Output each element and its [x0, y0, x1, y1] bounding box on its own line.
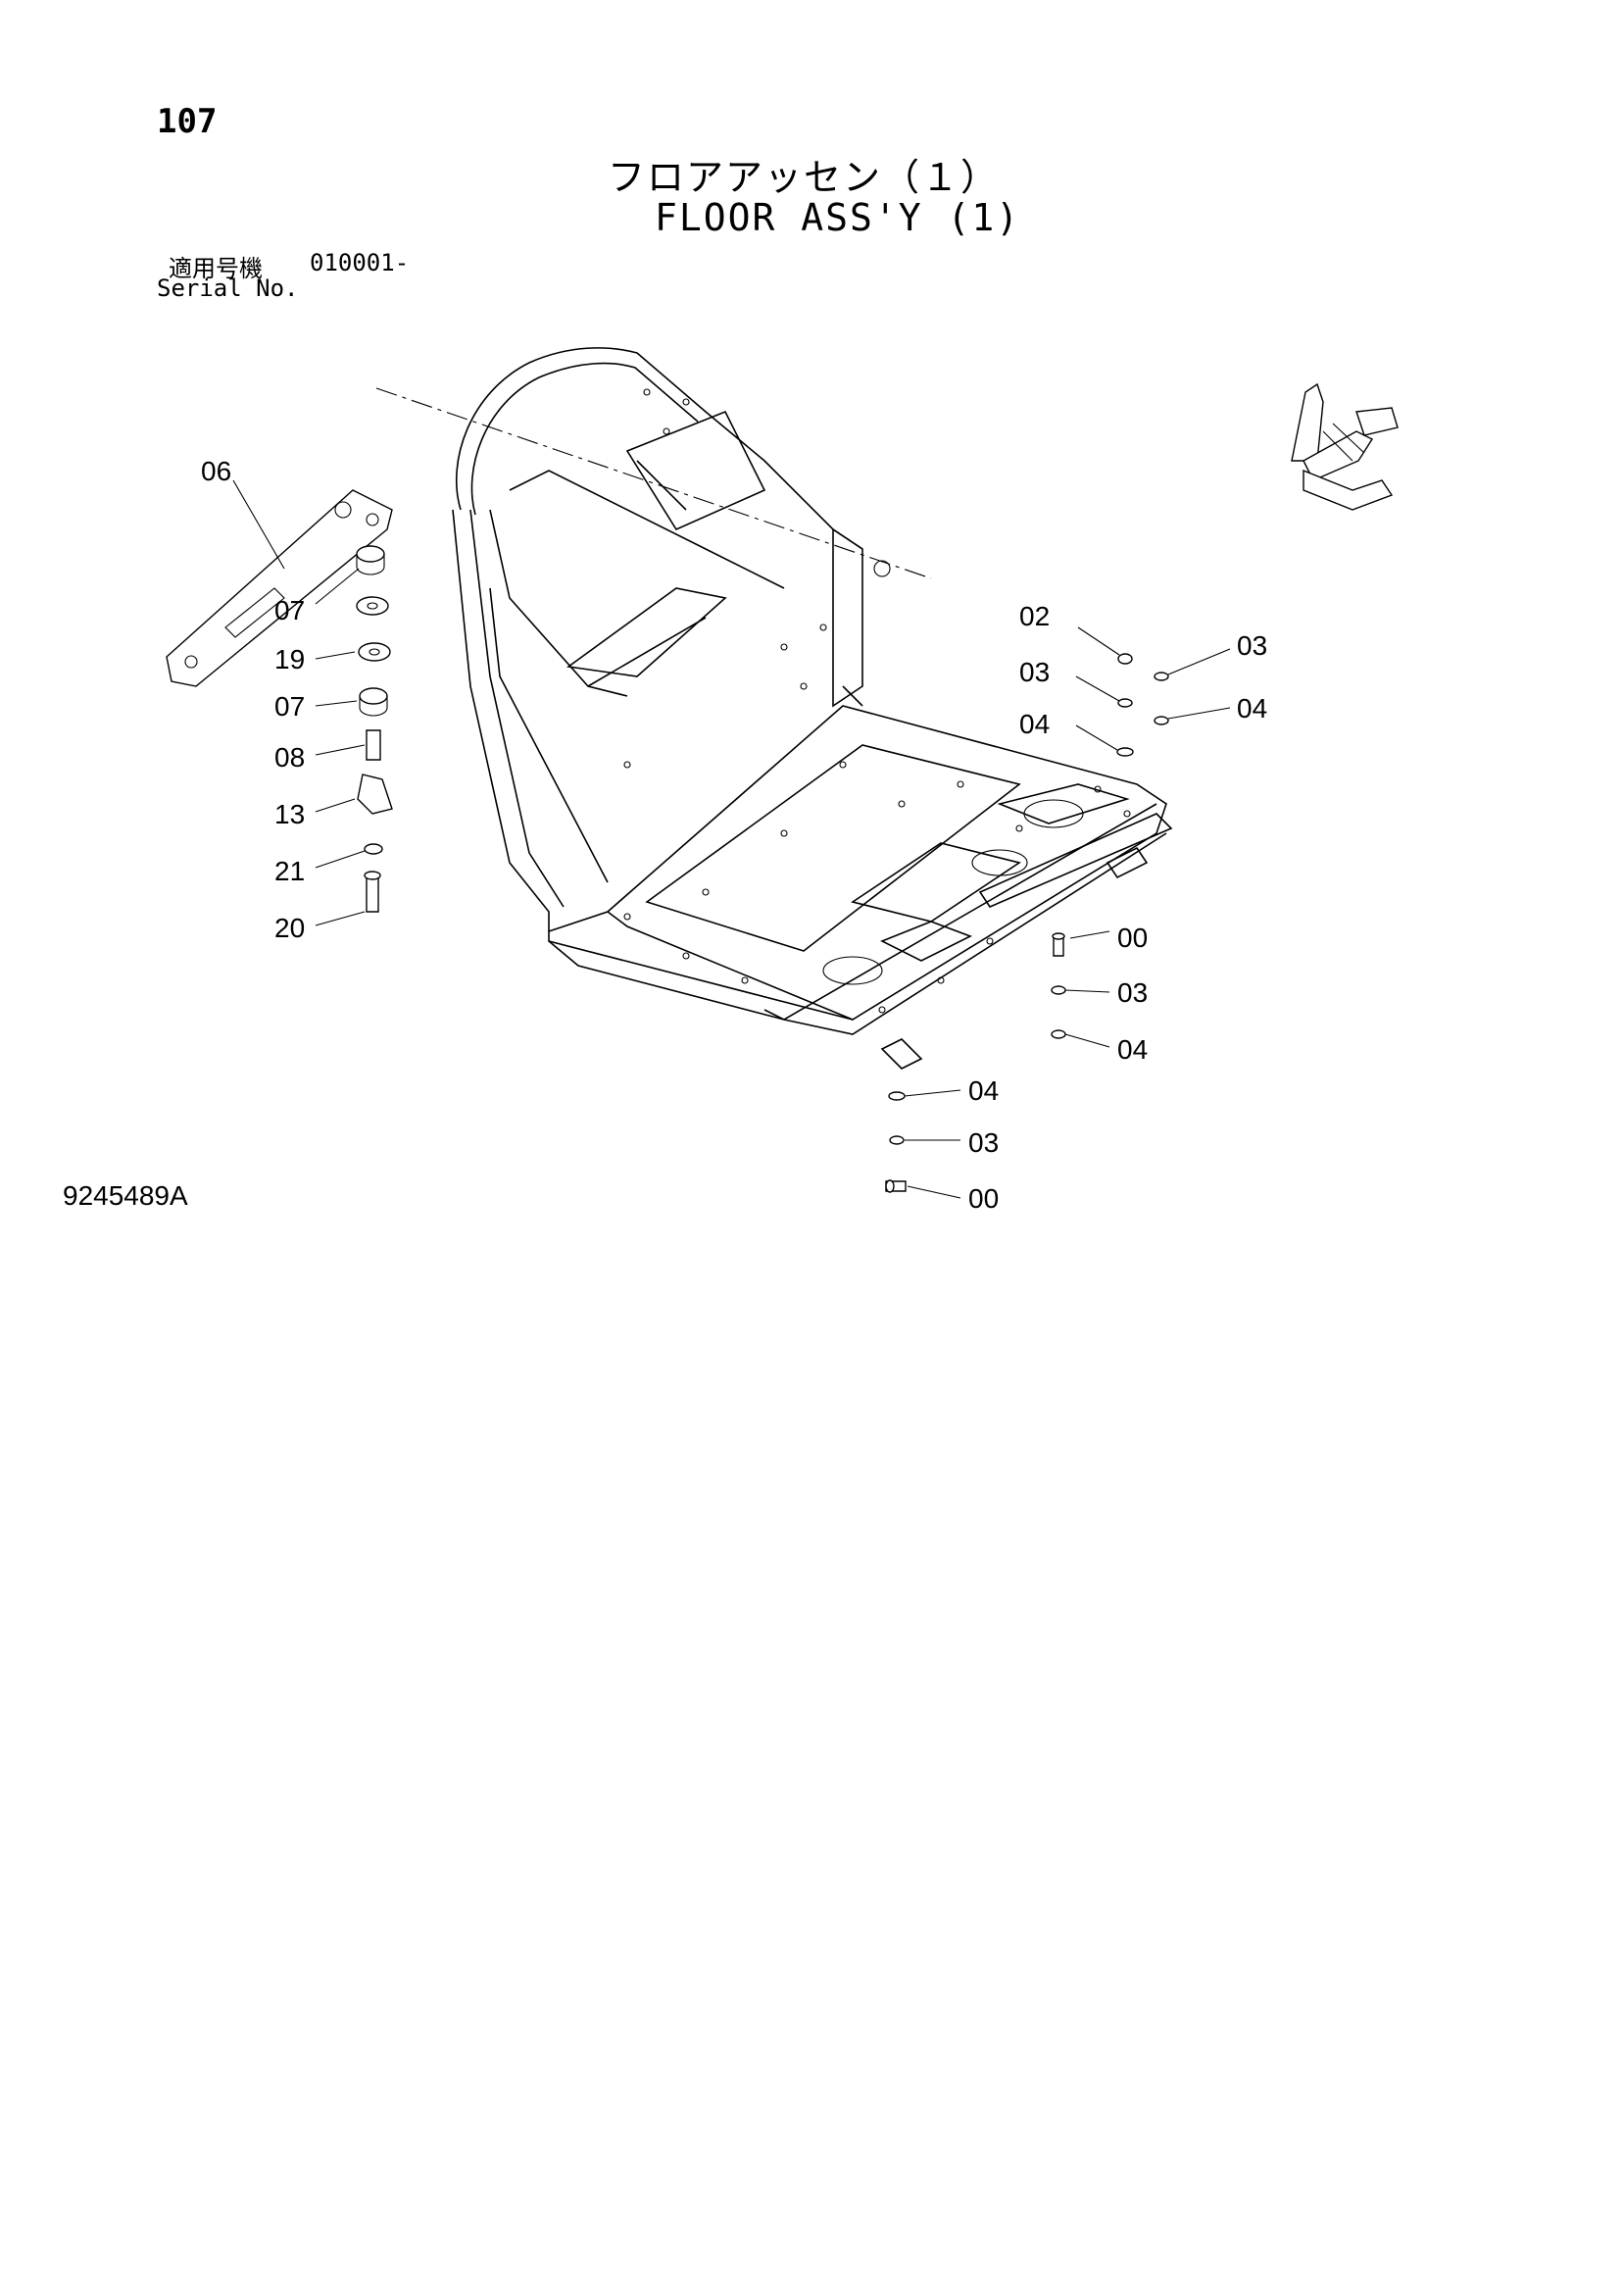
callout-04-left-top: 04 [1019, 709, 1050, 739]
callout-07-upper: 07 [274, 595, 305, 625]
part-07-lower [359, 687, 388, 705]
part-03-nut-c [1051, 985, 1066, 995]
callout-21: 21 [274, 856, 305, 886]
part-04-washer-b [1154, 716, 1169, 725]
center-line [375, 387, 932, 579]
callout-07-lower: 07 [274, 691, 305, 722]
callout-03-right-top: 03 [1237, 630, 1267, 661]
left-exploded-parts [166, 489, 393, 913]
callout-03-bottom: 03 [968, 1127, 999, 1158]
drawing-number: 9245489A [63, 1180, 188, 1211]
callout-02: 02 [1019, 601, 1050, 631]
part-02-nut [1117, 653, 1133, 665]
part-03-nut-d [889, 1135, 905, 1145]
part-19-washer-lower [358, 642, 391, 662]
callout-labels: 06 07 19 07 08 13 21 20 02 03 04 03 04 0… [201, 456, 1267, 1214]
part-19-washer-upper [356, 596, 389, 616]
part-04-washer-a [1116, 747, 1134, 757]
callout-04-right-top: 04 [1237, 693, 1267, 724]
title-japanese: フロアアッセン（１） [608, 156, 1001, 199]
part-21-washer [364, 843, 383, 855]
callout-03-left-top: 03 [1019, 657, 1050, 687]
floor-frame [452, 347, 1173, 1070]
callout-00-bottom: 00 [968, 1183, 999, 1214]
part-06-bracket [166, 489, 393, 687]
serial-value: 010001- [310, 249, 410, 276]
callout-03-mid: 03 [1117, 977, 1148, 1008]
callout-06: 06 [201, 456, 231, 486]
page-number: 107 [157, 102, 218, 141]
right-exploded-hardware [885, 653, 1169, 1193]
leader-lines [232, 479, 1231, 1199]
part-04-washer-d [888, 1091, 906, 1101]
callout-04-bottom: 04 [968, 1075, 999, 1106]
part-13-plate [357, 774, 393, 815]
part-08-sleeve [366, 729, 381, 761]
part-04-washer-c [1051, 1029, 1066, 1039]
callout-08: 08 [274, 742, 305, 773]
direction-arrows-icon [1291, 382, 1399, 511]
part-03-nut-a [1117, 698, 1133, 708]
callout-19: 19 [274, 644, 305, 674]
serial-label-japanese: 適用号機 [169, 255, 263, 282]
part-07-upper [356, 545, 385, 563]
part-03-nut-b [1154, 672, 1169, 681]
callout-04-mid: 04 [1117, 1034, 1148, 1065]
callout-20: 20 [274, 913, 305, 943]
callout-00-upper: 00 [1117, 923, 1148, 953]
title-english: FLOOR ASS'Y (1) [655, 196, 1021, 239]
serial-label-english: Serial No. [157, 275, 299, 302]
callout-13: 13 [274, 799, 305, 829]
